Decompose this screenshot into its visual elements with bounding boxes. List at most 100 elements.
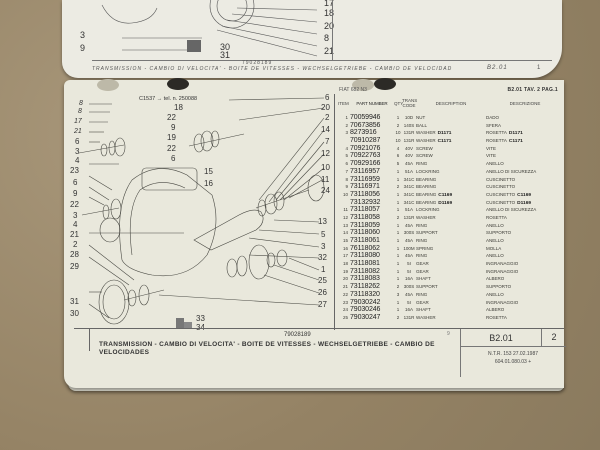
quantity: 3	[396, 291, 400, 297]
description: RING	[416, 223, 486, 229]
footer-code: 79028189	[284, 332, 311, 338]
callout: 9	[171, 123, 176, 132]
trans-code: 5I	[407, 299, 411, 305]
item-number: 14	[342, 230, 348, 236]
description-text: LOCKRING	[416, 207, 440, 213]
description: RING	[416, 238, 486, 244]
descrizione: SUPPORTO	[486, 230, 564, 236]
descrizione-text: ANELLO	[486, 222, 504, 228]
callout: 8	[324, 33, 330, 43]
quantity: 2	[396, 184, 400, 190]
description: WASHER	[416, 315, 486, 321]
descrizione-text: VITE	[486, 145, 497, 151]
quantity: 1	[396, 276, 400, 282]
description: SHAFT	[416, 276, 486, 282]
table-header: ITEM PART NUMBER QTY TRANS CODE DESCRIPT…	[338, 92, 564, 114]
part-number: 79030242	[350, 298, 381, 306]
descrizione-text: ROSETTA	[486, 314, 507, 320]
description: LOCKRING	[416, 207, 486, 213]
description-text: BALL	[416, 122, 428, 128]
quantity: 2	[396, 314, 400, 320]
item-number: 12	[342, 214, 348, 220]
callout: 22	[167, 144, 176, 153]
description: SCREW	[416, 146, 486, 152]
descrizione: ANELLO	[486, 238, 564, 244]
header-description: DESCRIPTION	[435, 100, 467, 106]
serial-code: D1169	[438, 200, 453, 206]
previous-page: 3 9 17 18 20 8 21 30 31 79028189 TRANSMI…	[62, 0, 562, 78]
descrizione: ROSETTA	[486, 215, 564, 221]
part-number: 70922763	[350, 152, 381, 160]
descrizione-text: MOLLA	[486, 245, 502, 251]
descrizione-text: INGRANAGGIO	[486, 299, 519, 305]
trans-code: 45A	[404, 161, 413, 167]
trans-code: 341C	[403, 199, 415, 205]
item-number: 6	[345, 161, 348, 167]
item-number: 23	[342, 299, 348, 305]
description-text: WASHER	[416, 314, 436, 320]
trans-code: 45A	[404, 238, 413, 243]
description: LOCKRING	[416, 169, 486, 175]
callout: 15	[204, 167, 213, 176]
divider	[89, 329, 90, 351]
quantity: 1	[396, 307, 400, 313]
binding-hole	[352, 79, 374, 91]
descrizione-text: CUSCINETTO	[486, 199, 516, 205]
description-text: SUPPORT	[416, 284, 438, 290]
callout: 3	[321, 242, 326, 251]
description-text: RING	[416, 238, 428, 243]
callout: 26	[318, 288, 327, 297]
callout: 3	[73, 211, 78, 220]
description-text: BEARING	[416, 191, 437, 197]
callout: 11	[321, 175, 330, 184]
descrizione-text: ALBERO	[486, 307, 505, 313]
description-text: BEARING	[416, 176, 437, 182]
item-number: 15	[342, 238, 348, 243]
callout: 6	[75, 137, 80, 146]
page-number: 2	[541, 329, 566, 347]
footer-title: TRANSMISSION - CAMBIO DI VELOCITA' - BOI…	[99, 341, 435, 356]
binding-hole	[167, 78, 189, 90]
trans-code: 341C	[403, 176, 415, 182]
part-number: 73118057	[350, 206, 380, 214]
footer-ref-box: B2.01 2 N.T.R. 153 27.02.1987 604.01.080…	[460, 329, 566, 377]
callout: 34	[196, 323, 205, 332]
description-text: SUPPORT	[416, 230, 438, 236]
footer-ref: B2.01	[461, 333, 541, 347]
descrizione-text: INGRANAGGIO	[486, 261, 519, 267]
callout: 2	[73, 240, 78, 249]
description-text: SPRING	[416, 245, 434, 251]
column-divider	[334, 94, 335, 330]
callout: 25	[318, 276, 327, 285]
description-text: SCREW	[416, 145, 433, 151]
trans-code: 300S	[403, 284, 415, 290]
quantity: 1	[396, 268, 400, 274]
callout: 13	[318, 217, 327, 226]
part-number: 73118081	[350, 260, 380, 268]
trans-code: 40V	[404, 153, 413, 159]
descrizione-text: DADO	[486, 115, 500, 120]
header-item: ITEM	[338, 100, 349, 106]
descrizione-text: ROSETTA	[486, 214, 507, 220]
page-footer: 79028189 9 TRANSMISSION - CAMBIO DI VELO…	[74, 328, 566, 377]
callout: 3	[75, 147, 80, 156]
trans-code: 16A	[404, 307, 413, 313]
descrizione-text: ANELLO	[486, 161, 504, 167]
catalog-page: FIAT 682 N3 B2.01 TAV. 2 PAG.1 C1537 → t…	[64, 78, 566, 388]
trans-code: 131R	[403, 130, 415, 136]
descrizione-text: ANELLO DI SICUREZZA	[486, 168, 537, 174]
callout: 9	[80, 43, 86, 53]
item-number: 17	[342, 253, 348, 259]
callout: 31	[70, 297, 79, 306]
quantity: 1	[396, 230, 400, 236]
